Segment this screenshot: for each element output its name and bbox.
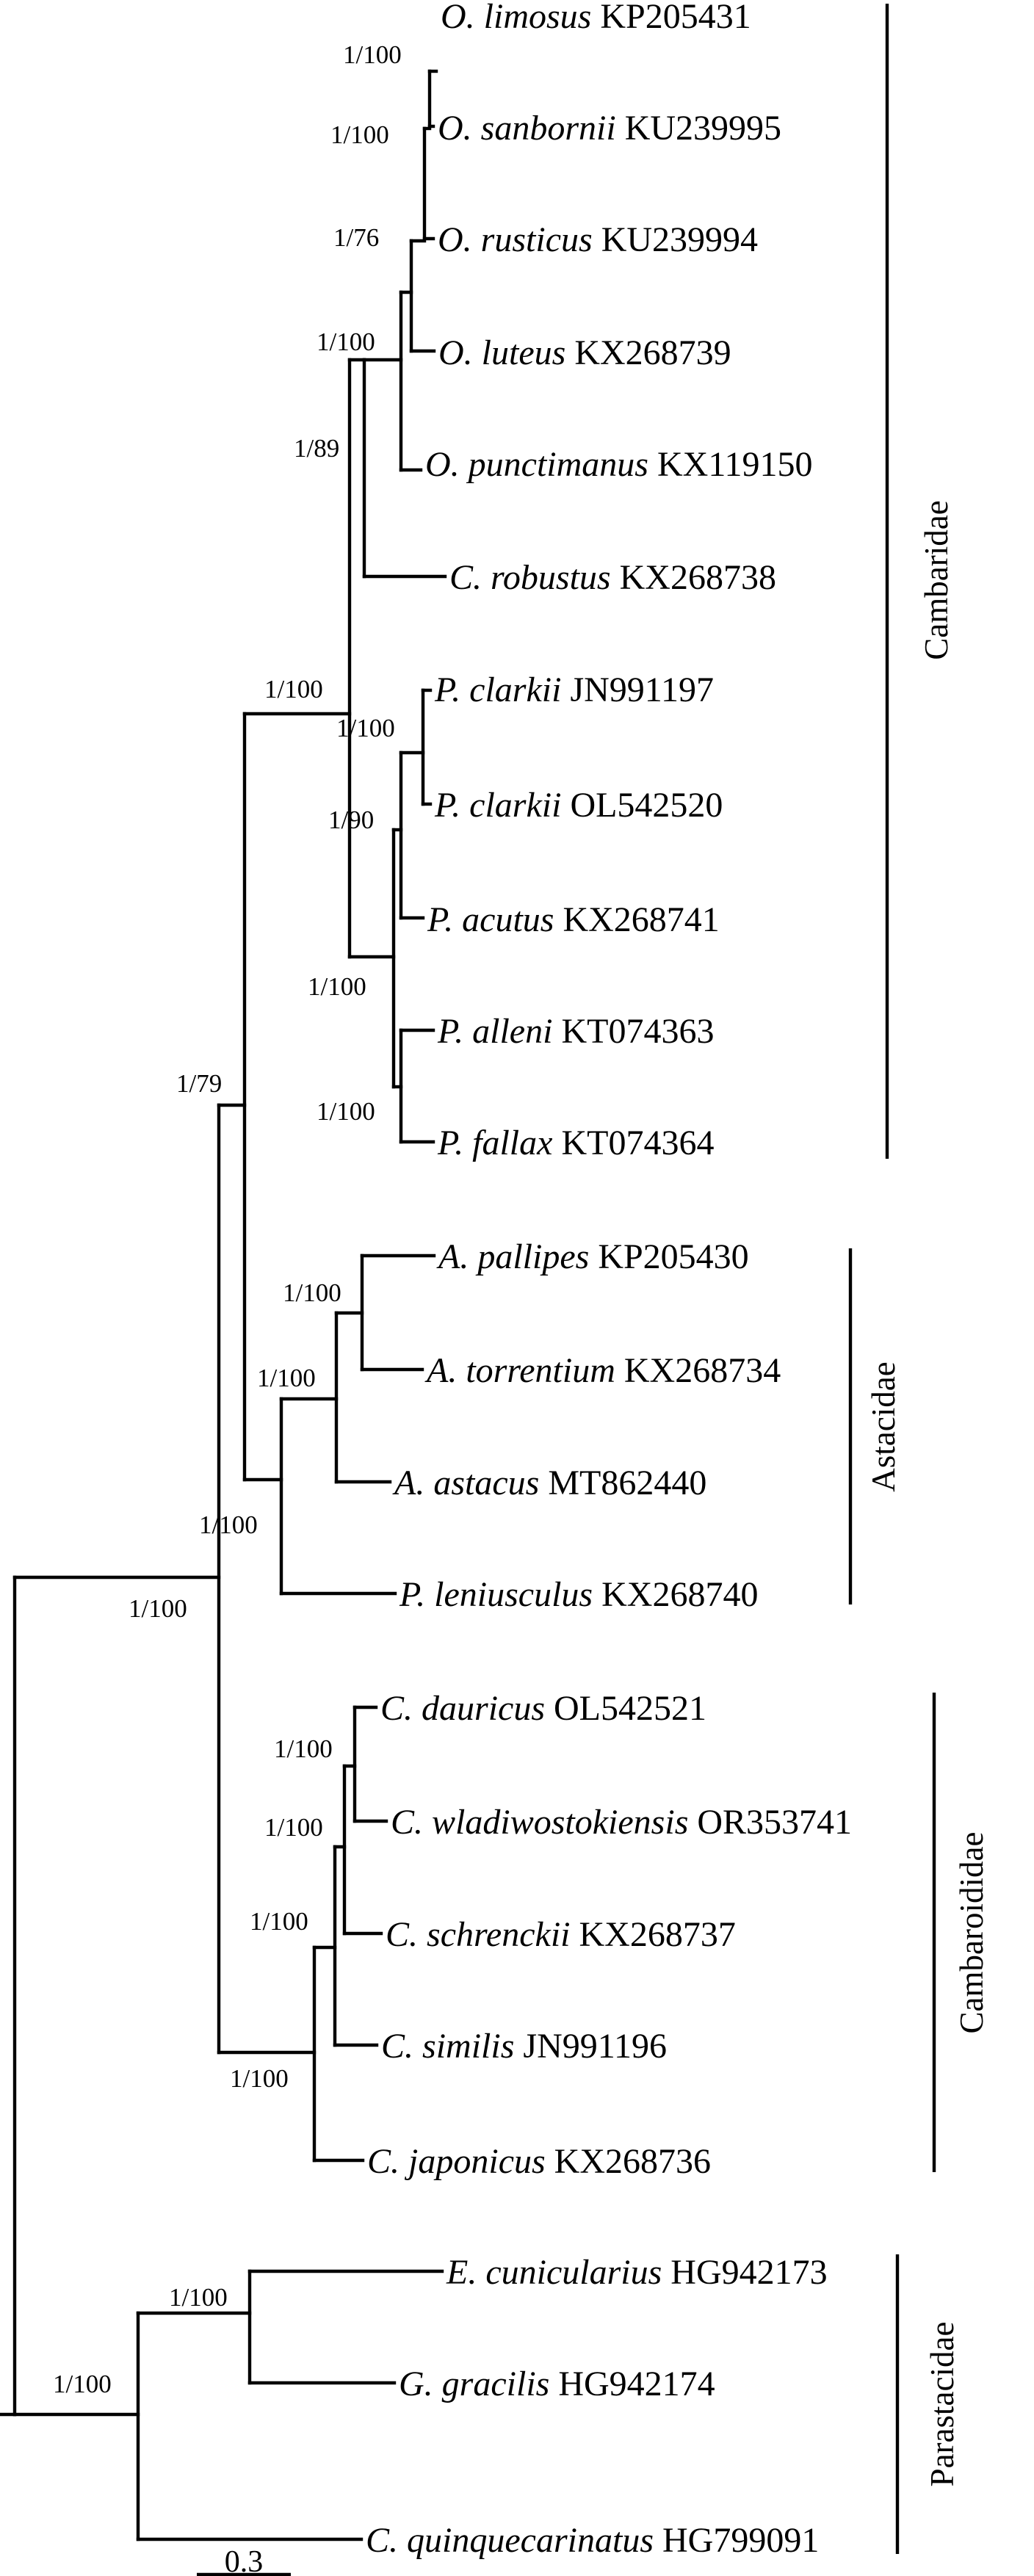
support-values: 1/100 1/100 1/76 1/100 1/89 1/100 1/100 … xyxy=(53,40,402,2398)
taxon-label: P. clarkii JN991197 xyxy=(434,670,714,709)
taxon-label: P. leniusculus KX268740 xyxy=(399,1575,758,1614)
taxon-label: C. dauricus OL542521 xyxy=(380,1689,706,1728)
taxon-label: P. fallax KT074364 xyxy=(437,1124,714,1162)
support-value: 1/100 xyxy=(129,1594,187,1623)
taxon-labels: O. limosus KP205431 O. sanbornii KU23999… xyxy=(366,0,852,2560)
support-value: 1/100 xyxy=(169,2283,228,2312)
family-label-cambaroididae: Cambaroididae xyxy=(953,1832,990,2034)
support-value: 1/100 xyxy=(336,714,395,742)
support-value: 1/100 xyxy=(199,1510,258,1539)
tree-branches xyxy=(0,69,447,2541)
support-value: 1/100 xyxy=(264,675,323,703)
support-value: 1/100 xyxy=(317,328,375,356)
scale-bar-label: 0.3 xyxy=(225,2545,264,2576)
taxon-label: C. similis JN991196 xyxy=(381,2027,667,2066)
support-value: 1/89 xyxy=(294,434,339,463)
family-label-cambaridae: Cambaridae xyxy=(918,500,955,659)
taxon-label: O. sanbornii KU239995 xyxy=(438,109,781,148)
family-label-parastacidae: Parastacidae xyxy=(924,2322,961,2487)
support-value: 1/100 xyxy=(250,1907,308,1936)
taxon-label: P. acutus KX268741 xyxy=(427,900,720,939)
support-value: 1/90 xyxy=(328,806,374,834)
support-value: 1/76 xyxy=(333,223,379,252)
scale-bar: 0.3 xyxy=(197,2545,291,2576)
support-value: 1/100 xyxy=(53,2370,112,2398)
taxon-label: C. japonicus KX268736 xyxy=(367,2142,711,2181)
support-value: 1/100 xyxy=(308,972,366,1001)
taxon-label: C. wladiwostokiensis OR353741 xyxy=(391,1803,852,1842)
taxon-label: O. limosus KP205431 xyxy=(441,0,751,36)
taxon-label: C. quinquecarinatus HG799091 xyxy=(366,2521,819,2560)
taxon-label: E. cunicularius HG942173 xyxy=(446,2253,828,2292)
taxon-label: O. luteus KX268739 xyxy=(438,333,731,372)
taxon-label: C. schrenckii KX268737 xyxy=(386,1915,736,1954)
taxon-label: P. alleni KT074363 xyxy=(437,1012,714,1051)
taxon-label: C. robustus KX268738 xyxy=(449,558,776,597)
support-value: 1/79 xyxy=(176,1069,222,1098)
support-value: 1/100 xyxy=(274,1734,333,1763)
support-value: 1/100 xyxy=(230,2064,289,2093)
support-value: 1/100 xyxy=(283,1278,341,1307)
taxon-label: P. clarkii OL542520 xyxy=(434,786,723,825)
taxon-label: G. gracilis HG942174 xyxy=(399,2365,715,2403)
taxon-label: A. pallipes KP205430 xyxy=(436,1237,749,1276)
taxon-label: A. astacus MT862440 xyxy=(392,1464,706,1502)
support-value: 1/100 xyxy=(264,1813,323,1842)
support-value: 1/100 xyxy=(317,1097,375,1126)
taxon-label: A. torrentium KX268734 xyxy=(424,1351,781,1390)
family-annotations: Cambaridae Astacidae Cambaroididae Paras… xyxy=(848,4,990,2554)
taxon-label: O. punctimanus KX119150 xyxy=(425,445,813,484)
taxon-label: O. rusticus KU239994 xyxy=(438,220,758,259)
support-value: 1/100 xyxy=(330,120,389,149)
family-label-astacidae: Astacidae xyxy=(865,1361,902,1491)
support-value: 1/100 xyxy=(257,1364,316,1392)
support-value: 1/100 xyxy=(343,40,402,69)
